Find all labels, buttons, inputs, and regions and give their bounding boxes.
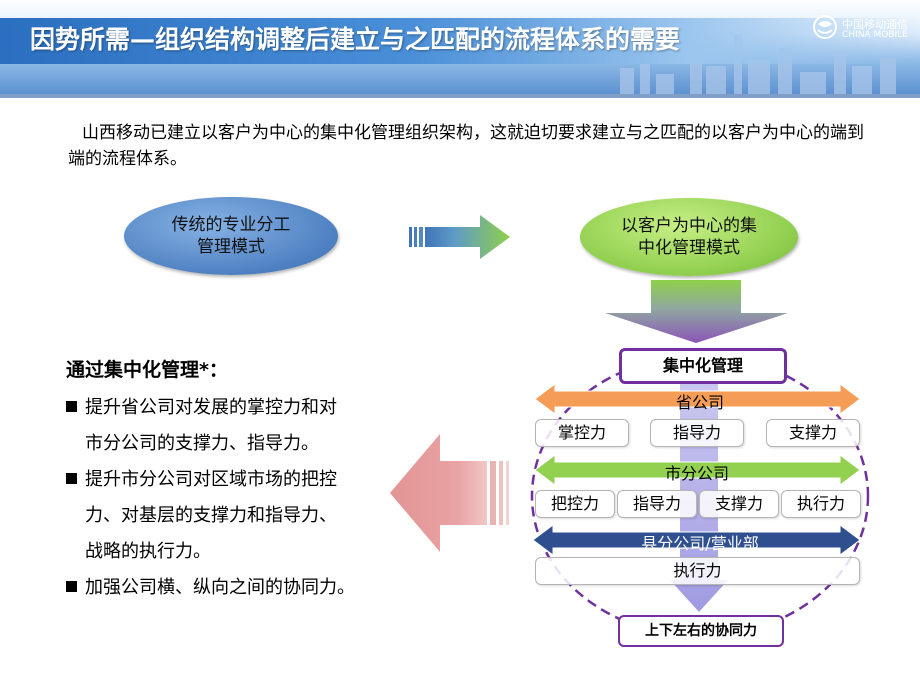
benefit-text-continued: 市分公司的支撑力、指导力。 (85, 433, 319, 454)
result-arrow-stripe (499, 461, 503, 525)
benefit-text-continued: 力、对基层的支撑力和指导力、 (85, 505, 337, 526)
skyline-decoration (880, 58, 896, 96)
benefit-text: 提升省公司对发展的掌控力和对 (85, 397, 337, 418)
benefit-item: 加强公司横、纵向之间的协同力。 (66, 570, 396, 606)
skyline-decoration (620, 68, 634, 96)
county-level-arrow (532, 524, 861, 556)
centralized-management-box: 集中化管理 (619, 348, 787, 384)
city-level-arrow (534, 454, 861, 486)
logo-text-cn: 中国移动通信 (842, 18, 908, 31)
title-bar (0, 18, 920, 64)
ability-box: 指导力 (650, 419, 744, 447)
transition-arrow-right (409, 215, 510, 259)
header-divider (0, 94, 920, 98)
skyline-decoration (852, 66, 872, 96)
provincial-level-arrow (534, 383, 861, 415)
ability-box: 执行力 (781, 490, 861, 518)
result-arrow-stripe (490, 461, 496, 525)
result-arrow-left (390, 434, 487, 552)
ability-box: 支撑力 (699, 490, 779, 518)
slide-title: 因势所需—组织结构调整后建立与之匹配的流程体系的需要 (30, 25, 681, 54)
customer-centric-model-ellipse: 以客户为中心的集中化管理模式 (580, 198, 798, 276)
benefit-text-continued: 战略的执行力。 (85, 541, 211, 562)
level-label-city: 市分公司 (664, 464, 729, 483)
level-label-county: 县分公司/营业部 (641, 534, 759, 553)
ability-box: 执行力 (535, 557, 860, 585)
bullet-square-icon (66, 473, 77, 484)
benefits-title: 通过集中化管理*： (66, 359, 228, 381)
china-mobile-logo: 中国移动通信 CHINA MOBILE (812, 14, 918, 46)
benefit-text: 提升市分公司对区域市场的把控 (85, 469, 337, 490)
skyline-decoration (640, 56, 650, 96)
benefit-text: 加强公司横、纵向之间的协同力。 (85, 577, 355, 598)
benefit-item: 提升省公司对发展的掌控力和对 市分公司的支撑力、指导力。 (66, 390, 396, 462)
transition-arrow-down (605, 280, 788, 343)
traditional-model-ellipse: 传统的专业分工管理模式 (124, 197, 338, 275)
result-arrow-stripe (506, 461, 509, 525)
ability-box: 把控力 (535, 490, 615, 518)
ability-box: 掌控力 (535, 419, 629, 447)
skyline-decoration (734, 34, 742, 96)
intro-paragraph: 山西移动已建立以客户为中心的集中化管理组织架构，这就迫切要求建立与之匹配的以客户… (68, 123, 864, 169)
ability-box: 指导力 (617, 490, 697, 518)
skyline-decoration (706, 66, 726, 96)
logo-text-en: CHINA MOBILE (842, 30, 908, 40)
skyline-decoration (656, 74, 674, 96)
header-banner: 因势所需—组织结构调整后建立与之匹配的流程体系的需要 中国移动通信 CHINA … (0, 0, 920, 98)
benefit-item: 提升市分公司对区域市场的把控 力、对基层的支撑力和指导力、 战略的执行力。 (66, 462, 396, 570)
china-mobile-logo-icon (813, 15, 837, 39)
collaboration-box: 上下左右的协同力 (618, 615, 784, 647)
level-label-provincial: 省公司 (675, 393, 724, 412)
skyline-decoration (748, 60, 770, 96)
bullet-square-icon (66, 581, 77, 592)
customer-centric-model-label: 以客户为中心的集中化管理模式 (621, 216, 757, 258)
traditional-model-label: 传统的专业分工管理模式 (171, 215, 291, 257)
bullet-square-icon (66, 401, 77, 412)
ability-box: 支撑力 (766, 419, 860, 447)
skyline-decoration (800, 72, 826, 96)
